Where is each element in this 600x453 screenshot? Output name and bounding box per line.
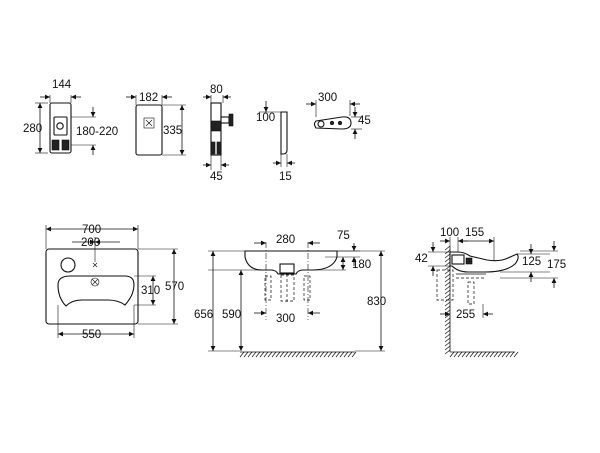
overflow-spacing-label: 280 xyxy=(276,234,295,246)
side-100-label: 100 xyxy=(440,227,459,239)
basin-depth-label: 570 xyxy=(165,281,184,293)
basin-front-drawing: 280 75 180 656 590 300 830 xyxy=(194,230,386,358)
side-255-label: 255 xyxy=(456,309,475,321)
bracket-projection-label: 100 xyxy=(256,112,275,124)
bracket-top-label: 80 xyxy=(210,84,223,96)
wall-bracket-drawing: 80 45 xyxy=(203,84,234,183)
wall-hatch xyxy=(444,245,451,355)
side-125-label: 125 xyxy=(522,256,541,268)
cistern-height-label: 280 xyxy=(23,123,42,135)
floor-hatch xyxy=(239,351,357,358)
waste-spacing-label: 300 xyxy=(276,313,295,325)
side-175-label: 175 xyxy=(547,259,566,271)
basin-width-label: 700 xyxy=(82,224,101,236)
hole-offset-label: 200 xyxy=(81,237,100,249)
rim-height-label: 180 xyxy=(352,259,371,271)
cistern-drawing: 144 280 180-220 xyxy=(23,79,118,155)
flush-panel-drawing: 182 335 xyxy=(126,92,186,156)
inner-depth-label: 310 xyxy=(141,285,160,297)
grab-handle-drawing: 300 45 xyxy=(306,92,371,139)
side-floor-hatch xyxy=(449,351,519,358)
handle-length-label: 300 xyxy=(318,92,337,104)
cistern-range-label: 180-220 xyxy=(76,126,118,138)
side-155-label: 155 xyxy=(465,227,484,239)
handle-height-label: 45 xyxy=(358,115,371,127)
basin-plan-drawing: 700 200 310 570 550 xyxy=(45,224,184,341)
panel-height-label: 335 xyxy=(163,125,182,137)
side-42-label: 42 xyxy=(415,253,428,265)
panel-width-label: 182 xyxy=(139,92,158,104)
mount-656-label: 656 xyxy=(194,309,213,321)
bracket-bottom-label: 45 xyxy=(210,171,223,183)
basin-side-drawing: 100 155 42 125 175 255 xyxy=(415,227,566,358)
bowl-width-label: 550 xyxy=(82,329,101,341)
shelf-profile-drawing: 100 15 xyxy=(256,101,295,183)
mount-590-label: 590 xyxy=(222,309,241,321)
rim-label: 75 xyxy=(337,230,350,242)
shelf-thickness-label: 15 xyxy=(279,171,292,183)
cistern-width-label: 144 xyxy=(52,79,72,91)
floor-height-label: 830 xyxy=(367,296,386,308)
